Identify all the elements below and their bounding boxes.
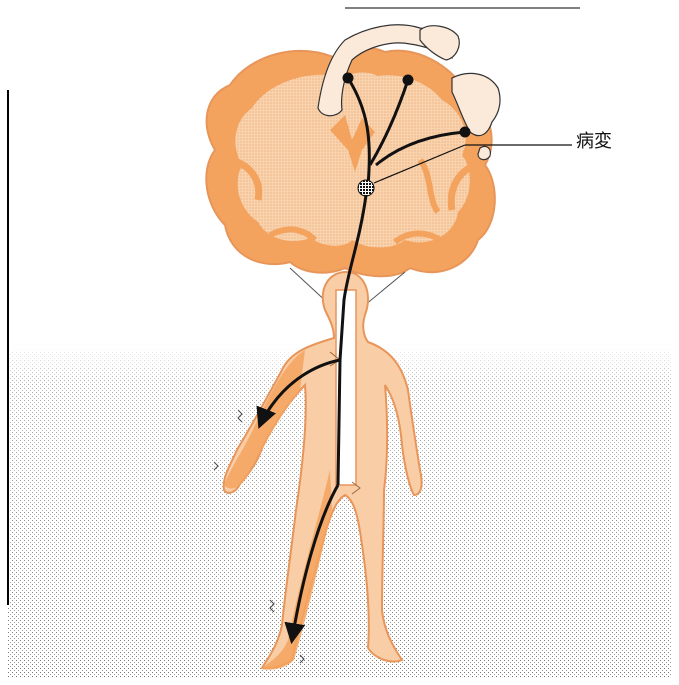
homunculus-tongue <box>478 146 490 159</box>
motor-neuron-face <box>461 128 469 136</box>
motor-neuron-leg <box>344 74 352 82</box>
spinal-tract-down <box>338 360 340 485</box>
motor-neuron-arm <box>404 76 412 84</box>
lesion-label: 病変 <box>576 132 612 152</box>
lesion-marker <box>358 180 374 196</box>
